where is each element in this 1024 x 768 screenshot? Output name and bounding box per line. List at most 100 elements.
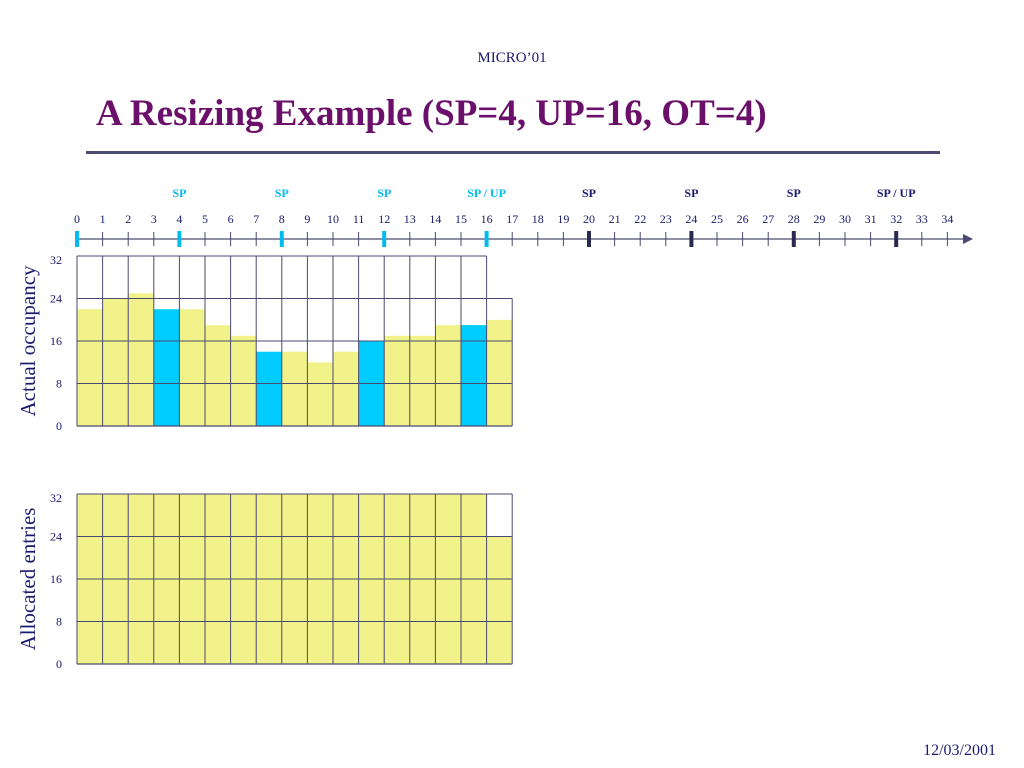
timeline-tick-label: 1	[100, 212, 106, 226]
timeline-event-marker	[689, 231, 694, 247]
timeline-event-label: SP	[684, 186, 698, 200]
timeline-tick-label: 15	[455, 212, 467, 226]
timeline-event-label: SP	[172, 186, 186, 200]
timeline-tick-label: 6	[228, 212, 234, 226]
title-divider	[86, 151, 940, 154]
bar-value	[256, 351, 282, 426]
timeline-arrowhead	[963, 234, 973, 244]
timeline-tick-label: 4	[176, 212, 182, 226]
timeline-tick-label: 9	[304, 212, 310, 226]
timeline-tick-label: 18	[532, 212, 544, 226]
bar-headroom	[256, 256, 282, 352]
timeline-tick-label: 32	[890, 212, 902, 226]
bar-headroom	[102, 256, 129, 299]
bar-value	[281, 351, 308, 426]
timeline-tick-label: 24	[685, 212, 697, 226]
panel-ytick-label: 32	[50, 491, 62, 505]
panel-ytick-label: 24	[50, 292, 62, 306]
bar-headroom	[333, 256, 359, 352]
bar-value	[205, 325, 231, 426]
bar-headroom	[384, 256, 410, 336]
timeline-tick-label: 0	[74, 212, 80, 226]
bar-headroom	[461, 256, 487, 326]
timeline-event-label: SP	[377, 186, 391, 200]
timeline-tick-label: 13	[404, 212, 416, 226]
timeline-tick-label: 22	[634, 212, 646, 226]
timeline-tick-label: 17	[506, 212, 518, 226]
bar-headroom	[153, 256, 180, 310]
timeline-tick-label: 30	[839, 212, 851, 226]
timeline-tick-label: 11	[353, 212, 365, 226]
panel-ytick-label: 24	[50, 530, 62, 544]
bar-value	[77, 309, 103, 426]
timeline-event-marker	[894, 231, 899, 247]
timeline-tick-label: 16	[481, 212, 493, 226]
timeline-event-label: SP	[275, 186, 289, 200]
footer-date: 12/03/2001	[923, 742, 996, 759]
panel-ytick-label: 16	[50, 334, 62, 348]
timeline-tick-label: 14	[429, 212, 441, 226]
panel-ylabel: Allocated entries	[16, 508, 40, 651]
timeline-event-marker	[382, 231, 387, 247]
bar-headroom	[486, 494, 513, 537]
timeline-tick-label: 8	[279, 212, 285, 226]
bar-headroom	[486, 298, 513, 320]
allocated-panel: Allocated entries 0 8 16 24 32	[16, 491, 513, 671]
bar-value	[307, 362, 333, 426]
timeline-tick-label: 25	[711, 212, 723, 226]
bar-headroom	[435, 256, 461, 326]
timeline-event-label: SP	[787, 186, 801, 200]
bar-headroom	[128, 256, 154, 294]
bar-headroom	[409, 256, 436, 336]
bar-value	[179, 309, 205, 426]
bar-value	[486, 319, 513, 426]
timeline-event-marker	[587, 231, 591, 247]
timeline-tick-label: 20	[583, 212, 595, 226]
bar-value	[128, 293, 154, 426]
timeline-tick-label: 10	[327, 212, 339, 226]
timeline-event-marker	[484, 231, 489, 247]
panel-ytick-label: 16	[50, 572, 62, 586]
bar-headroom	[179, 256, 205, 310]
bar-headroom	[230, 256, 257, 336]
timeline-tick-label: 2	[125, 212, 131, 226]
timeline-tick-label: 33	[916, 212, 928, 226]
panel-ylabel: Actual occupancy	[16, 265, 40, 417]
timeline-tick-label: 31	[865, 212, 877, 226]
bar-headroom	[307, 256, 333, 363]
timeline-tick-label: 28	[788, 212, 800, 226]
timeline-tick-label: 19	[557, 212, 569, 226]
timeline-tick-label: 7	[253, 212, 259, 226]
bar-headroom	[281, 256, 308, 352]
timeline-tick-label: 27	[762, 212, 774, 226]
bar-headroom	[205, 256, 231, 326]
panel-ytick-label: 0	[56, 657, 62, 671]
timeline-event-marker	[75, 231, 79, 247]
timeline-tick-label: 12	[378, 212, 390, 226]
bar-value	[102, 298, 129, 426]
timeline-tick-label: 29	[813, 212, 825, 226]
bar-value	[384, 335, 410, 426]
bar-value	[461, 325, 487, 426]
timeline-event-label: SP / UP	[877, 186, 916, 200]
bar-value	[486, 536, 513, 664]
timeline-tick-label: 3	[151, 212, 157, 226]
timeline-event-label: SP	[582, 186, 596, 200]
bar-value	[435, 325, 461, 426]
timeline-event-label: SP / UP	[467, 186, 506, 200]
timeline-tick-label: 21	[609, 212, 621, 226]
panel-ytick-label: 32	[50, 253, 62, 267]
timeline-tick-label: 26	[737, 212, 749, 226]
conference-header: MICRO’01	[477, 50, 547, 66]
bar-value	[333, 351, 359, 426]
panel-ytick-label: 8	[56, 377, 62, 391]
panel-ytick-label: 8	[56, 615, 62, 629]
bar-value	[230, 335, 257, 426]
bar-headroom	[77, 256, 103, 310]
bar-value	[153, 309, 180, 426]
timeline-tick-label: 5	[202, 212, 208, 226]
bar-value	[409, 335, 436, 426]
